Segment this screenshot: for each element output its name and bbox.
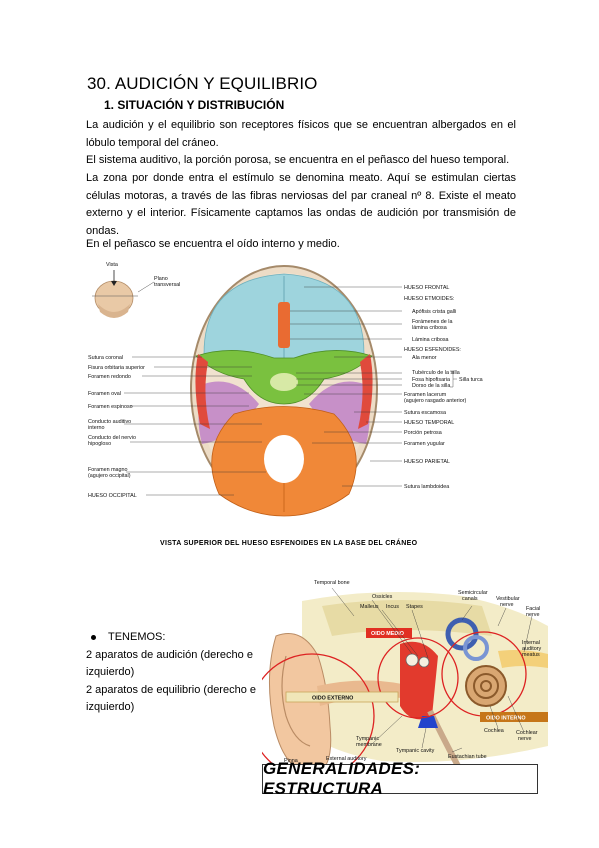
label-semicircular: Semicircular	[458, 590, 488, 596]
label-facial-2: nerve	[526, 612, 540, 618]
label-cochlear: Cochlear	[516, 730, 538, 736]
skull-base-illustration: Vista Plano transversal	[88, 262, 483, 517]
right-leader-lines	[290, 286, 457, 487]
label-tuberculo: Tubérculo de la silla	[412, 370, 460, 376]
label-conducto-nervio-2: hipogloso	[88, 441, 111, 447]
label-foramen-yugular: Foramen yugular	[404, 441, 445, 447]
bullet-heading-row: TENEMOS:	[86, 629, 261, 647]
label-tympanic: Tympanic	[356, 736, 379, 742]
tag-oido-interno: OIDO INTERNO	[486, 716, 526, 722]
label-internal-3: meatus	[522, 652, 540, 658]
label-foramen-lacerum-2: (agujero rasgado anterior)	[404, 398, 467, 404]
left-labels: Sutura coronal Fisura orbitaria superior…	[88, 355, 145, 499]
label-cochlea: Cochlea	[484, 728, 504, 734]
label-cochlear-2: nerve	[518, 736, 532, 742]
label-sutura-lambdoidea: Sutura lambdoidea	[404, 484, 449, 490]
label-foramen-espinoso: Foramen espinoso	[88, 404, 133, 410]
label-stapes: Stapes	[406, 604, 423, 610]
label-incus: Incus	[386, 604, 399, 610]
ear-figure-banner: GENERALIDADES: ESTRUCTURA	[262, 759, 538, 798]
bullet-dot-icon	[91, 634, 96, 640]
label-foramen-oval: Foramen oval	[88, 391, 121, 397]
label-ala-menor: Ala menor	[412, 355, 437, 361]
label-hueso-etmoides: HUESO ETMOIDES:	[404, 296, 454, 302]
paragraph-meato: La zona por donde entra el estímulo se d…	[86, 172, 516, 237]
label-temporal-bone: Temporal bone	[314, 580, 350, 586]
label-porcion-petrosa: Porción petrosa	[404, 430, 442, 436]
label-silla-turca: Silla turca	[459, 377, 483, 383]
ear-labels: Temporal bone Ossicles Malleus Incus Sta…	[284, 580, 541, 764]
ear-leader-lines	[331, 587, 533, 753]
label-hueso-parietal: HUESO PARIETAL	[404, 459, 450, 465]
tag-oido-externo: OIDO EXTERNO	[312, 696, 353, 702]
paragraph-auditory-system: El sistema auditivo, la porción porosa, …	[86, 154, 510, 166]
label-hueso-esfenoides: HUESO ESFENOIDES:	[404, 347, 461, 353]
bullet-block: TENEMOS: 2 aparatos de audición (derecho…	[86, 629, 261, 717]
label-tympanic-cavity: Tympanic cavity	[396, 748, 435, 754]
label-apofisis: Apófisis crista galli	[412, 309, 456, 315]
label-tympanic-2: membrane	[356, 742, 382, 748]
right-labels: HUESO FRONTAL HUESO ETMOIDES: Apófisis c…	[404, 285, 483, 490]
bullet-heading: TENEMOS:	[108, 631, 166, 643]
label-eustachian-tube: Eustachian tube	[448, 754, 487, 760]
label-hueso-frontal: HUESO FRONTAL	[404, 285, 449, 291]
page-title: 30. AUDICIÓN Y EQUILIBRIO	[87, 74, 318, 93]
label-external-auditory: External auditory	[326, 756, 367, 762]
label-foramenes-2: lámina cribosa	[412, 325, 447, 331]
label-conducto-auditivo: Conducto auditivo	[88, 419, 131, 425]
label-facial: Facial	[526, 606, 540, 612]
paragraph-penasco: En el peñasco se encuentra el oído inter…	[86, 238, 340, 250]
label-foramen-lacerum: Foramen lacerum	[404, 392, 447, 398]
label-conducto-nervio: Conducto del nervio	[88, 435, 136, 441]
label-internal: Internal	[522, 640, 540, 646]
bullet-line-audicion: 2 aparatos de audición (derecho e izquie…	[86, 648, 253, 679]
label-foramen-magno-2: (agujero occipital)	[88, 473, 131, 479]
label-hueso-occipital: HUESO OCCIPITAL	[88, 493, 137, 499]
label-ossicles: Ossicles	[372, 594, 393, 600]
inset-label-transversal: transversal	[154, 282, 180, 288]
label-malleus: Malleus	[360, 604, 379, 610]
label-foramenes: Forámenes de la	[412, 319, 452, 325]
skull-figure-caption: VISTA SUPERIOR DEL HUESO ESFENOIDES EN L…	[160, 540, 418, 547]
label-semicircular-2: canals	[462, 596, 478, 602]
label-sutura-escamosa: Sutura escamosa	[404, 410, 446, 416]
label-pinna: Pinna	[284, 758, 298, 764]
section-subtitle: 1. SITUACIÓN Y DISTRIBUCIÓN	[104, 98, 285, 112]
label-vestibular: Vestibular	[496, 596, 520, 602]
paragraph-intro: La audición y el equilibrio son receptor…	[86, 119, 516, 149]
label-foramen-magno: Foramen magno	[88, 467, 128, 473]
label-lamina-cribosa: Lámina cribosa	[412, 337, 449, 343]
inset-skull: Vista Plano transversal	[92, 262, 180, 318]
skull-base	[190, 265, 378, 517]
tag-oido-medio: OIDO MEDIO	[371, 631, 404, 637]
inset-label-plano: Plano	[154, 276, 168, 282]
label-sutura-coronal: Sutura coronal	[88, 355, 123, 361]
label-fisura-orbitaria: Fisura orbitaria superior	[88, 365, 145, 371]
label-internal-2: auditory	[522, 646, 541, 652]
label-vestibular-2: nerve	[500, 602, 514, 608]
inset-label-vista: Vista	[106, 262, 118, 268]
bullet-line-equilibrio: 2 aparatos de equilibrio (derecho e izqu…	[86, 683, 257, 714]
ear-anatomy-illustration: OIDO MEDIO OIDO EXTERNO OIDO INTERNO Tem…	[262, 580, 548, 779]
label-fosa: Fosa hipofisaria	[412, 377, 450, 383]
label-dorso: Dorso de la silla	[412, 383, 450, 389]
left-leader-lines	[124, 356, 266, 496]
label-conducto-auditivo-2: interno	[88, 425, 104, 431]
label-hueso-temporal: HUESO TEMPORAL	[404, 420, 454, 426]
label-foramen-redondo: Foramen redondo	[88, 374, 131, 380]
